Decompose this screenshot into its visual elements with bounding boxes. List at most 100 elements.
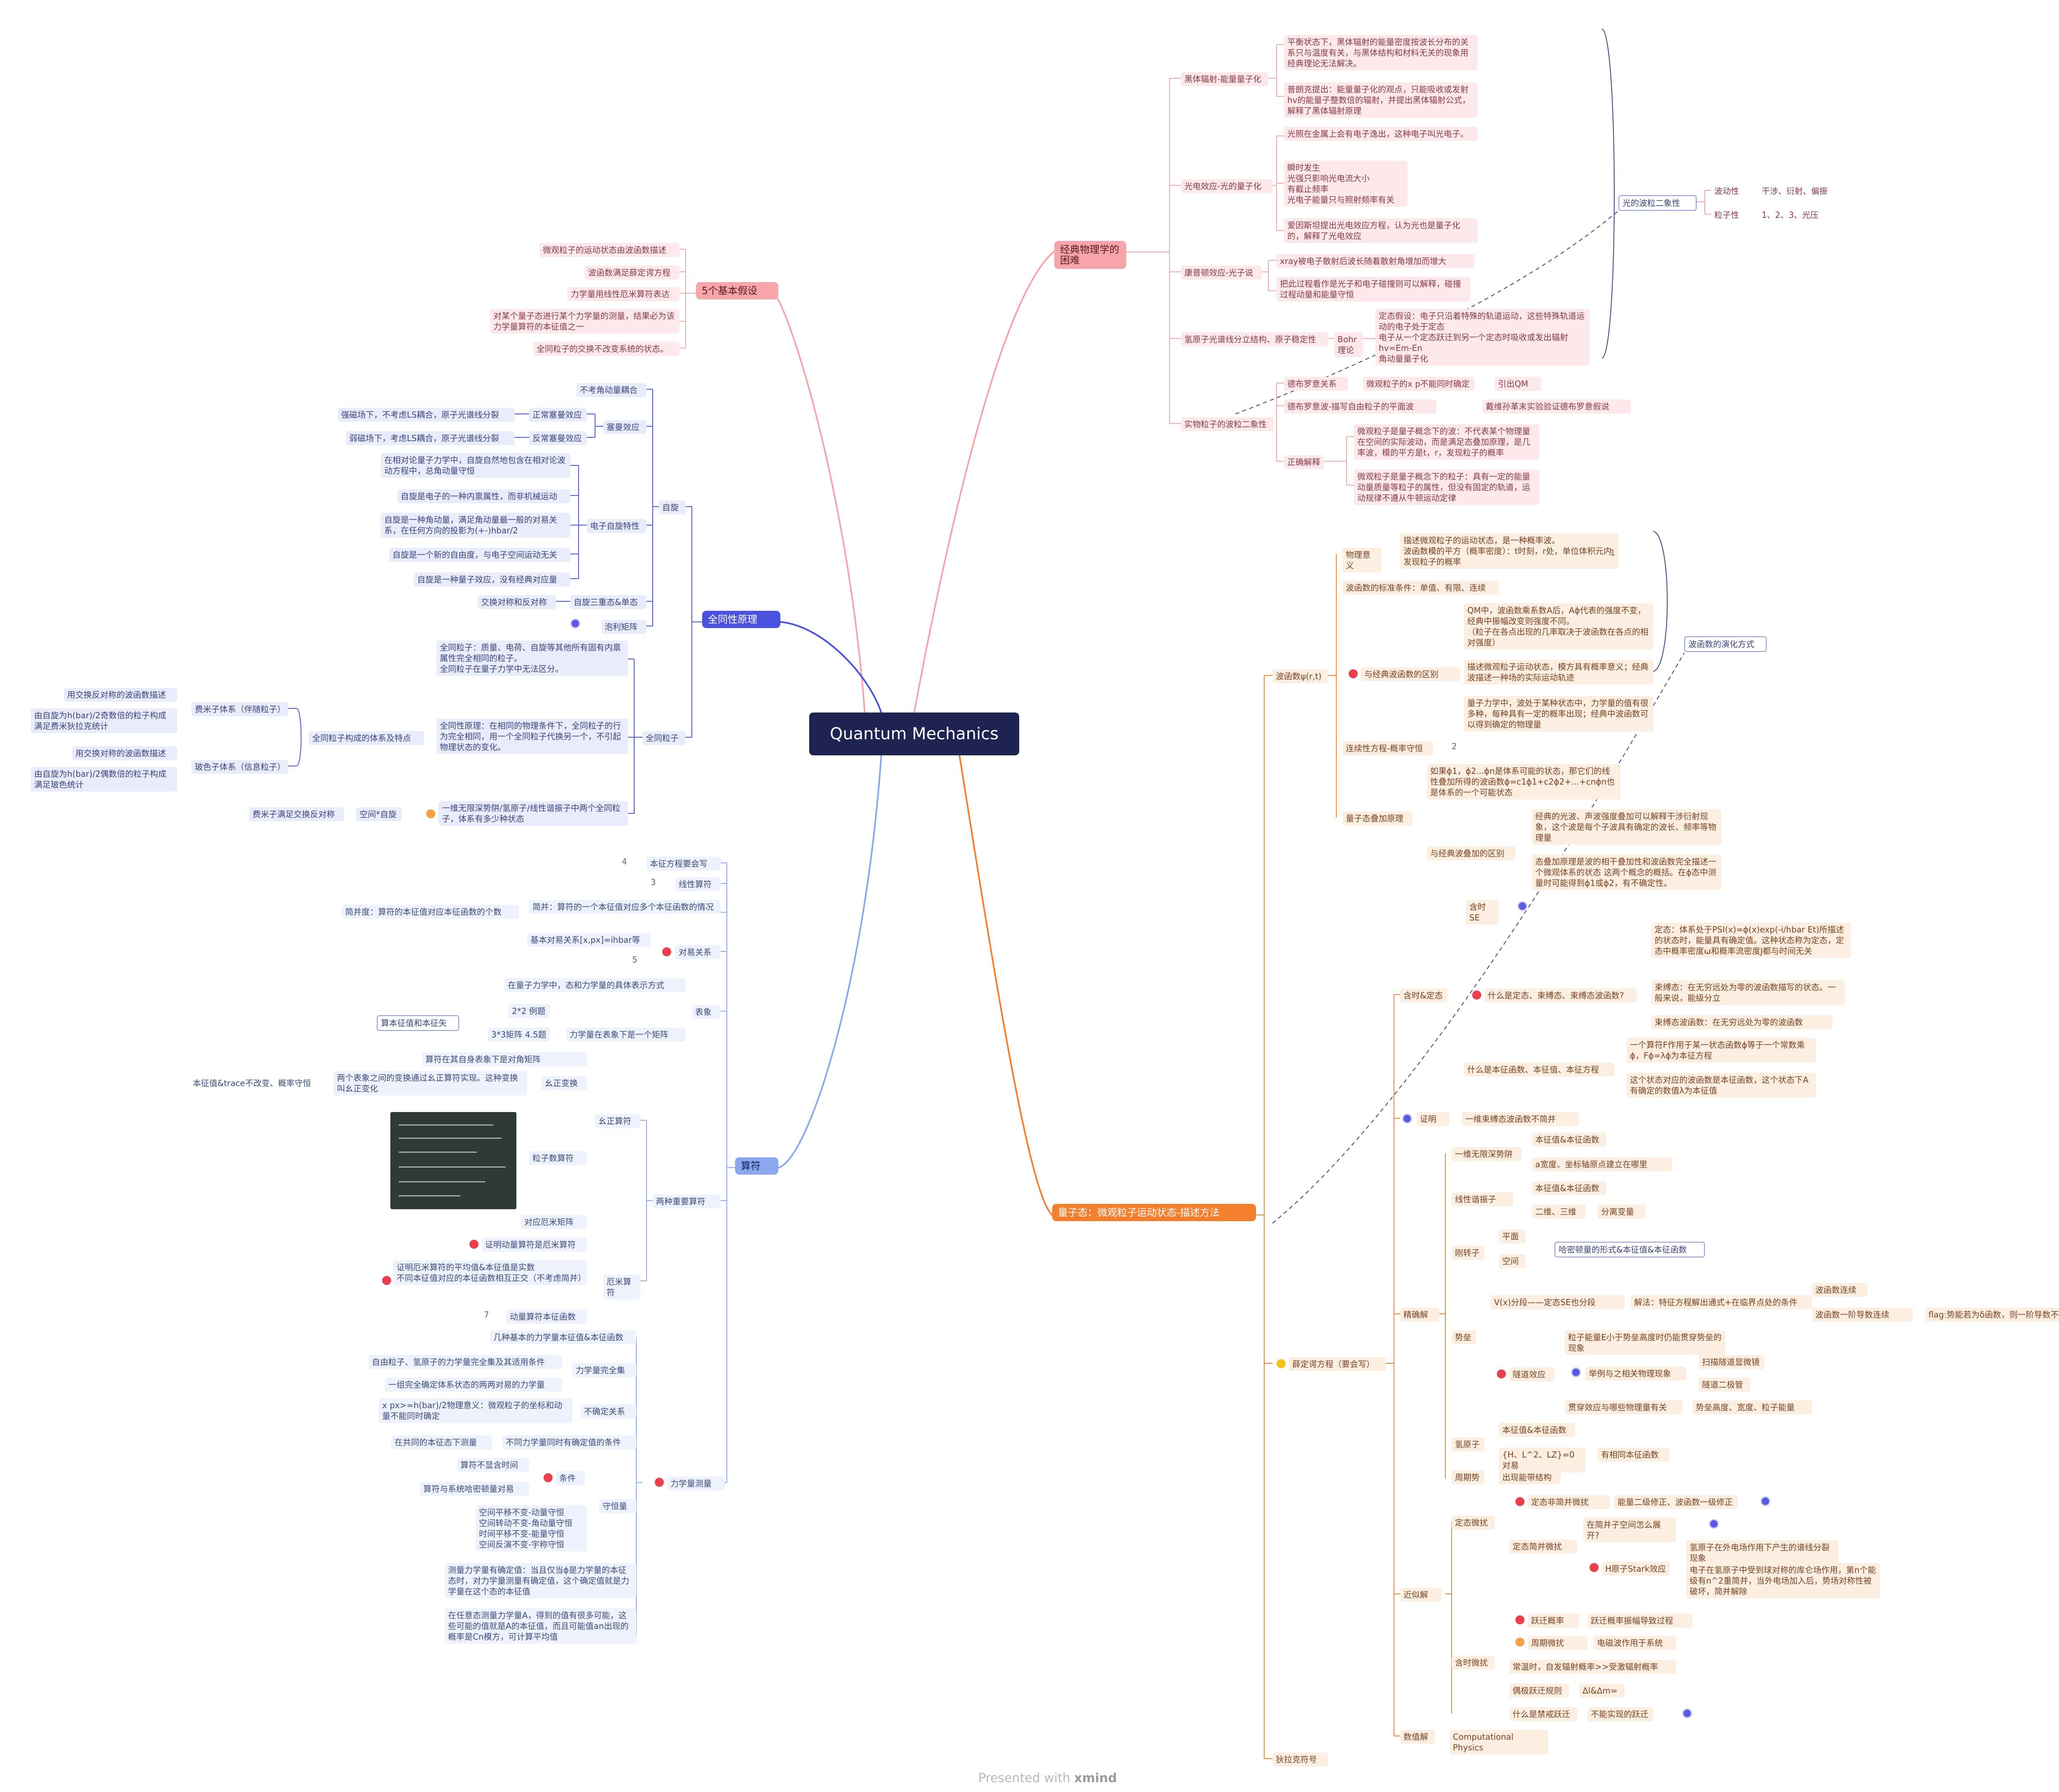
representation[interactable]: 表象 (692, 1005, 721, 1019)
physical-meaning[interactable]: 物理意义 (1342, 548, 1382, 572)
degeneracy[interactable]: 简并：算符的一个本征值对应多个本征函数的情况 (529, 900, 721, 914)
space-times-spin[interactable]: 空间*自旋 (356, 807, 402, 821)
dipole-selection-rules[interactable]: 偶极跃迁规则 (1509, 1684, 1569, 1698)
tunneling-dependence[interactable]: 贯穿效应与哪些物理量有关 (1565, 1400, 1682, 1414)
proof[interactable]: 证明 (1417, 1112, 1450, 1126)
simultaneous-condition[interactable]: 不同力学量同时有确定值的条件 (502, 1435, 636, 1449)
time-dependent-stationary[interactable]: 含时&定态 (1400, 988, 1447, 1002)
normal-zeeman[interactable]: 正常塞曼效应 (529, 408, 587, 422)
stationary-definition[interactable]: 什么是定态、束缚态、束缚态波函数? (1485, 988, 1637, 1002)
wavefunction-evolution[interactable]: 波函数的演化方式 (1684, 636, 1767, 652)
electron-spin-properties[interactable]: 电子自旋特性 (587, 519, 647, 533)
no-orbital-coupling[interactable]: 不考角动量耦合 (577, 383, 647, 397)
correct-interpretation[interactable]: 正确解释 (1284, 455, 1324, 469)
singlet-triplet[interactable]: 自旋三重态&单态 (570, 595, 647, 609)
periodic-perturbation[interactable]: 周期微扰 (1528, 1636, 1587, 1650)
topic-identity-principle[interactable]: 全同性原理 (702, 611, 780, 628)
classical-difference[interactable]: 与经典波函数的区别 (1361, 667, 1460, 681)
light-duality[interactable]: 光的波粒二象性 (1618, 195, 1697, 211)
two-particle-states[interactable]: 一维无限深势阱/氢原子/线性谐振子中两个全同粒子，体系有多少种状态 (439, 801, 628, 826)
standard-conditions[interactable]: 波函数的标准条件：单值、有限、连续 (1342, 581, 1499, 595)
identical-system[interactable]: 全同粒子构成的体系及特点 (309, 731, 424, 745)
spin[interactable]: 自旋 (659, 500, 686, 514)
harmonic-oscillator[interactable]: 线性谐振子 (1452, 1192, 1513, 1206)
periodic-potential[interactable]: 周期势 (1452, 1470, 1485, 1484)
dirac-notation[interactable]: 狄拉克符号 (1272, 1752, 1328, 1766)
xmind-logo[interactable]: xmind (1074, 1771, 1117, 1785)
rep-matrix[interactable]: 力学量在表象下是一个矩阵 (566, 1028, 686, 1042)
identical-particles[interactable]: 全同粒子 (642, 731, 686, 745)
rigid-rotor[interactable]: 刚转子 (1452, 1246, 1485, 1260)
topic-operators[interactable]: 算符 (735, 1157, 778, 1175)
complete-set[interactable]: 力学量完全集 (572, 1363, 636, 1377)
bohr-theory[interactable]: Bohr理论 (1334, 332, 1363, 357)
two-important-operators[interactable]: 两种重要算符 (653, 1194, 721, 1208)
debroglie-relation[interactable]: 德布罗意关系 (1284, 377, 1348, 391)
interpretation-wave: 微观粒子是量子概念下的波：不代表某个物理量在空间的实际波动，而是满足态叠加原理，… (1354, 424, 1539, 460)
eigen-equation[interactable]: 本征方程要会写 (647, 857, 721, 871)
unitary-operator[interactable]: 幺正算符 (595, 1114, 640, 1128)
nondegenerate-perturbation[interactable]: 定态非简并微扰 (1528, 1495, 1610, 1509)
hydrogen-spectrum[interactable]: 氢原子光谱线分立结构、原子稳定性 (1181, 332, 1328, 346)
zeeman-effect[interactable]: 塞曼效应 (603, 420, 647, 434)
info-icon (1709, 1519, 1719, 1529)
forbidden-transition[interactable]: 什么是禁戒跃迁 (1509, 1707, 1577, 1721)
eigen-definition[interactable]: 什么是本征函数、本征值、本征方程 (1464, 1063, 1614, 1077)
delta-potential-flag: flag:势能若为δ函数，则一阶导数不连续 (1925, 1308, 2059, 1322)
classical-superposition-diff[interactable]: 与经典波叠加的区别 (1427, 846, 1515, 860)
tunneling-effect[interactable]: 隧道效应 (1509, 1367, 1555, 1381)
prove-momentum-hermitian[interactable]: 证明动量算符是厄米算符 (482, 1238, 587, 1252)
pauli-matrices[interactable]: 泡利矩阵 (601, 620, 647, 634)
anomalous-zeeman[interactable]: 反常塞曼效应 (529, 431, 587, 445)
superposition[interactable]: 量子态叠加原理 (1342, 811, 1412, 825)
barrier[interactable]: 势垒 (1452, 1330, 1476, 1344)
topic-classical-difficulties[interactable]: 经典物理学的困难 (1054, 241, 1126, 269)
conserved-quantity[interactable]: 守恒量 (599, 1499, 636, 1513)
approximate-solutions[interactable]: 近似解 (1400, 1588, 1441, 1602)
topic-quantum-state[interactable]: 量子态：微观粒子运动状态-描述方法 (1052, 1204, 1256, 1221)
hermitian-operator[interactable]: 厄米算符 (603, 1275, 640, 1299)
commutation[interactable]: 对易关系 (675, 945, 721, 959)
conditions[interactable]: 条件 (556, 1471, 585, 1485)
uncertainty-relation[interactable]: 不确定关系 (581, 1404, 636, 1418)
unitary-transform[interactable]: 幺正变换 (542, 1076, 587, 1090)
stationary-perturbation[interactable]: 定态微扰 (1452, 1516, 1495, 1530)
wavefunction[interactable]: 波函数ψ(r,t) (1272, 669, 1328, 683)
hydrogen-atom[interactable]: 氢原子 (1452, 1437, 1485, 1451)
particle-nature[interactable]: 粒子性 (1714, 210, 1739, 220)
tunneling-examples[interactable]: 举例与之相关物理现象 (1585, 1367, 1686, 1381)
solving-method[interactable]: 解法：特征方程解出通式+在临界点处的条件 (1631, 1295, 1812, 1309)
tdse[interactable]: 含时SE (1466, 900, 1499, 925)
stark-effect[interactable]: H原子Stark效应 (1602, 1562, 1670, 1576)
blackbody-radiation[interactable]: 黑体辐射-能量量子化 (1181, 72, 1268, 86)
photoelectric-effect[interactable]: 光电效应-光的量子化 (1181, 179, 1272, 193)
yellow-marker-icon (1277, 1359, 1286, 1368)
numerical-solutions[interactable]: 数值解 (1400, 1730, 1435, 1744)
root-topic[interactable]: Quantum Mechanics (809, 713, 1019, 755)
transition-probability[interactable]: 跃迁概率 (1528, 1614, 1579, 1628)
topic-five-postulates[interactable]: 5个基本假设 (696, 282, 778, 299)
schrodinger-equation[interactable]: 薛定谔方程（要会写） (1289, 1357, 1386, 1371)
normal-zeeman-note: 强磁场下，不考虑LS耦合，原子光谱线分裂 (338, 408, 515, 422)
fermion-system[interactable]: 费米子体系（伴随粒子） (191, 702, 288, 716)
spin-property-2: 自旋是电子的一种内禀属性，而非机械运动 (397, 489, 570, 503)
red-marker-icon (1497, 1369, 1506, 1378)
number-operator[interactable]: 粒子数算符 (529, 1151, 587, 1165)
measurement[interactable]: 力学量测量 (667, 1477, 725, 1491)
piecewise-potential[interactable]: V(x)分段——定态SE也分段 (1491, 1295, 1625, 1309)
continuity-equation[interactable]: 连续性方程-概率守恒 (1342, 741, 1433, 755)
compton-effect[interactable]: 康普顿效应-光子说 (1181, 266, 1262, 280)
exact-solutions[interactable]: 精确解 (1400, 1308, 1439, 1322)
debroglie-wave[interactable]: 德布罗意波-描写自由粒子的平面波 (1284, 400, 1436, 414)
identical-note-1: 全同粒子：质量、电荷、自旋等其他所有固有内禀属性完全相同的粒子。 全同粒子在量子… (437, 640, 628, 676)
degenerate-perturbation[interactable]: 定态简并微扰 (1509, 1540, 1577, 1554)
wave-nature[interactable]: 波动性 (1714, 186, 1739, 196)
hermitian-proof[interactable]: 证明厄米算符的平均值&本征值是实数 不同本征值对应的本征函数相互正交（不考虑简并… (393, 1260, 587, 1285)
common-eigenfunction: 有相同本征函数 (1598, 1448, 1670, 1462)
boson-system[interactable]: 玻色子体系（信息粒子） (191, 760, 288, 774)
time-dependent-perturbation[interactable]: 含时微扰 (1452, 1656, 1495, 1670)
linear-operator[interactable]: 线性算符 (675, 877, 721, 891)
transition-amplitude: 跃迁概率振幅导致过程 (1587, 1614, 1692, 1628)
infinite-well[interactable]: 一维无限深势阱 (1452, 1147, 1522, 1161)
matter-duality[interactable]: 实物粒子的波粒二象性 (1181, 417, 1274, 431)
